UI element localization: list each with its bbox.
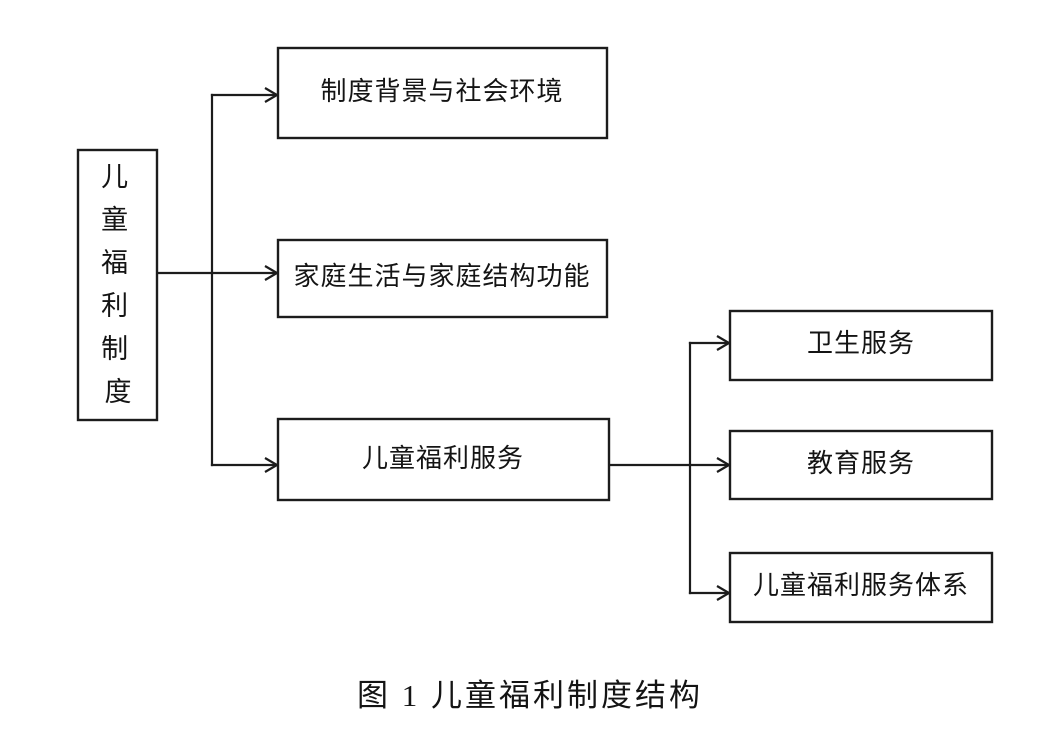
node-root-char-3: 利 [101,291,128,321]
node-root-char-1: 童 [101,205,128,235]
edge-group-services-to-level3 [608,335,732,601]
edge-group-root-to-level2 [155,87,280,473]
node-health[interactable]: 卫生服务 [728,309,994,382]
node-context-label: 制度背景与社会环境 [320,77,563,106]
node-root-label: 儿 童 福 利 制 度 [101,162,135,407]
node-context-box[interactable] [276,46,609,140]
node-services-box[interactable] [276,417,611,502]
node-welfare-system[interactable]: 儿童福利服务体系 [728,551,994,624]
node-root[interactable]: 儿 童 福 利 制 度 [76,148,159,422]
node-root-char-4: 制 [101,334,128,364]
figure-caption: 图 1 儿童福利制度结构 [357,678,703,713]
node-health-box[interactable] [728,309,994,382]
node-root-char-5: 度 [105,377,132,407]
node-family-box[interactable] [276,238,609,319]
node-education[interactable]: 教育服务 [728,429,994,501]
node-welfare-system-box[interactable] [728,551,994,624]
node-family[interactable]: 家庭生活与家庭结构功能 [276,238,609,319]
node-education-box[interactable] [728,429,994,501]
node-health-label: 卫生服务 [807,329,915,358]
node-root-char-0: 儿 [101,162,128,192]
node-root-box[interactable] [76,148,159,422]
node-family-label: 家庭生活与家庭结构功能 [293,262,590,291]
node-services-label: 儿童福利服务 [362,444,524,473]
node-education-label: 教育服务 [807,449,915,478]
node-root-char-2: 福 [101,248,128,278]
node-services[interactable]: 儿童福利服务 [276,417,611,502]
node-context[interactable]: 制度背景与社会环境 [276,46,609,140]
node-welfare-system-label: 儿童福利服务体系 [753,571,969,600]
